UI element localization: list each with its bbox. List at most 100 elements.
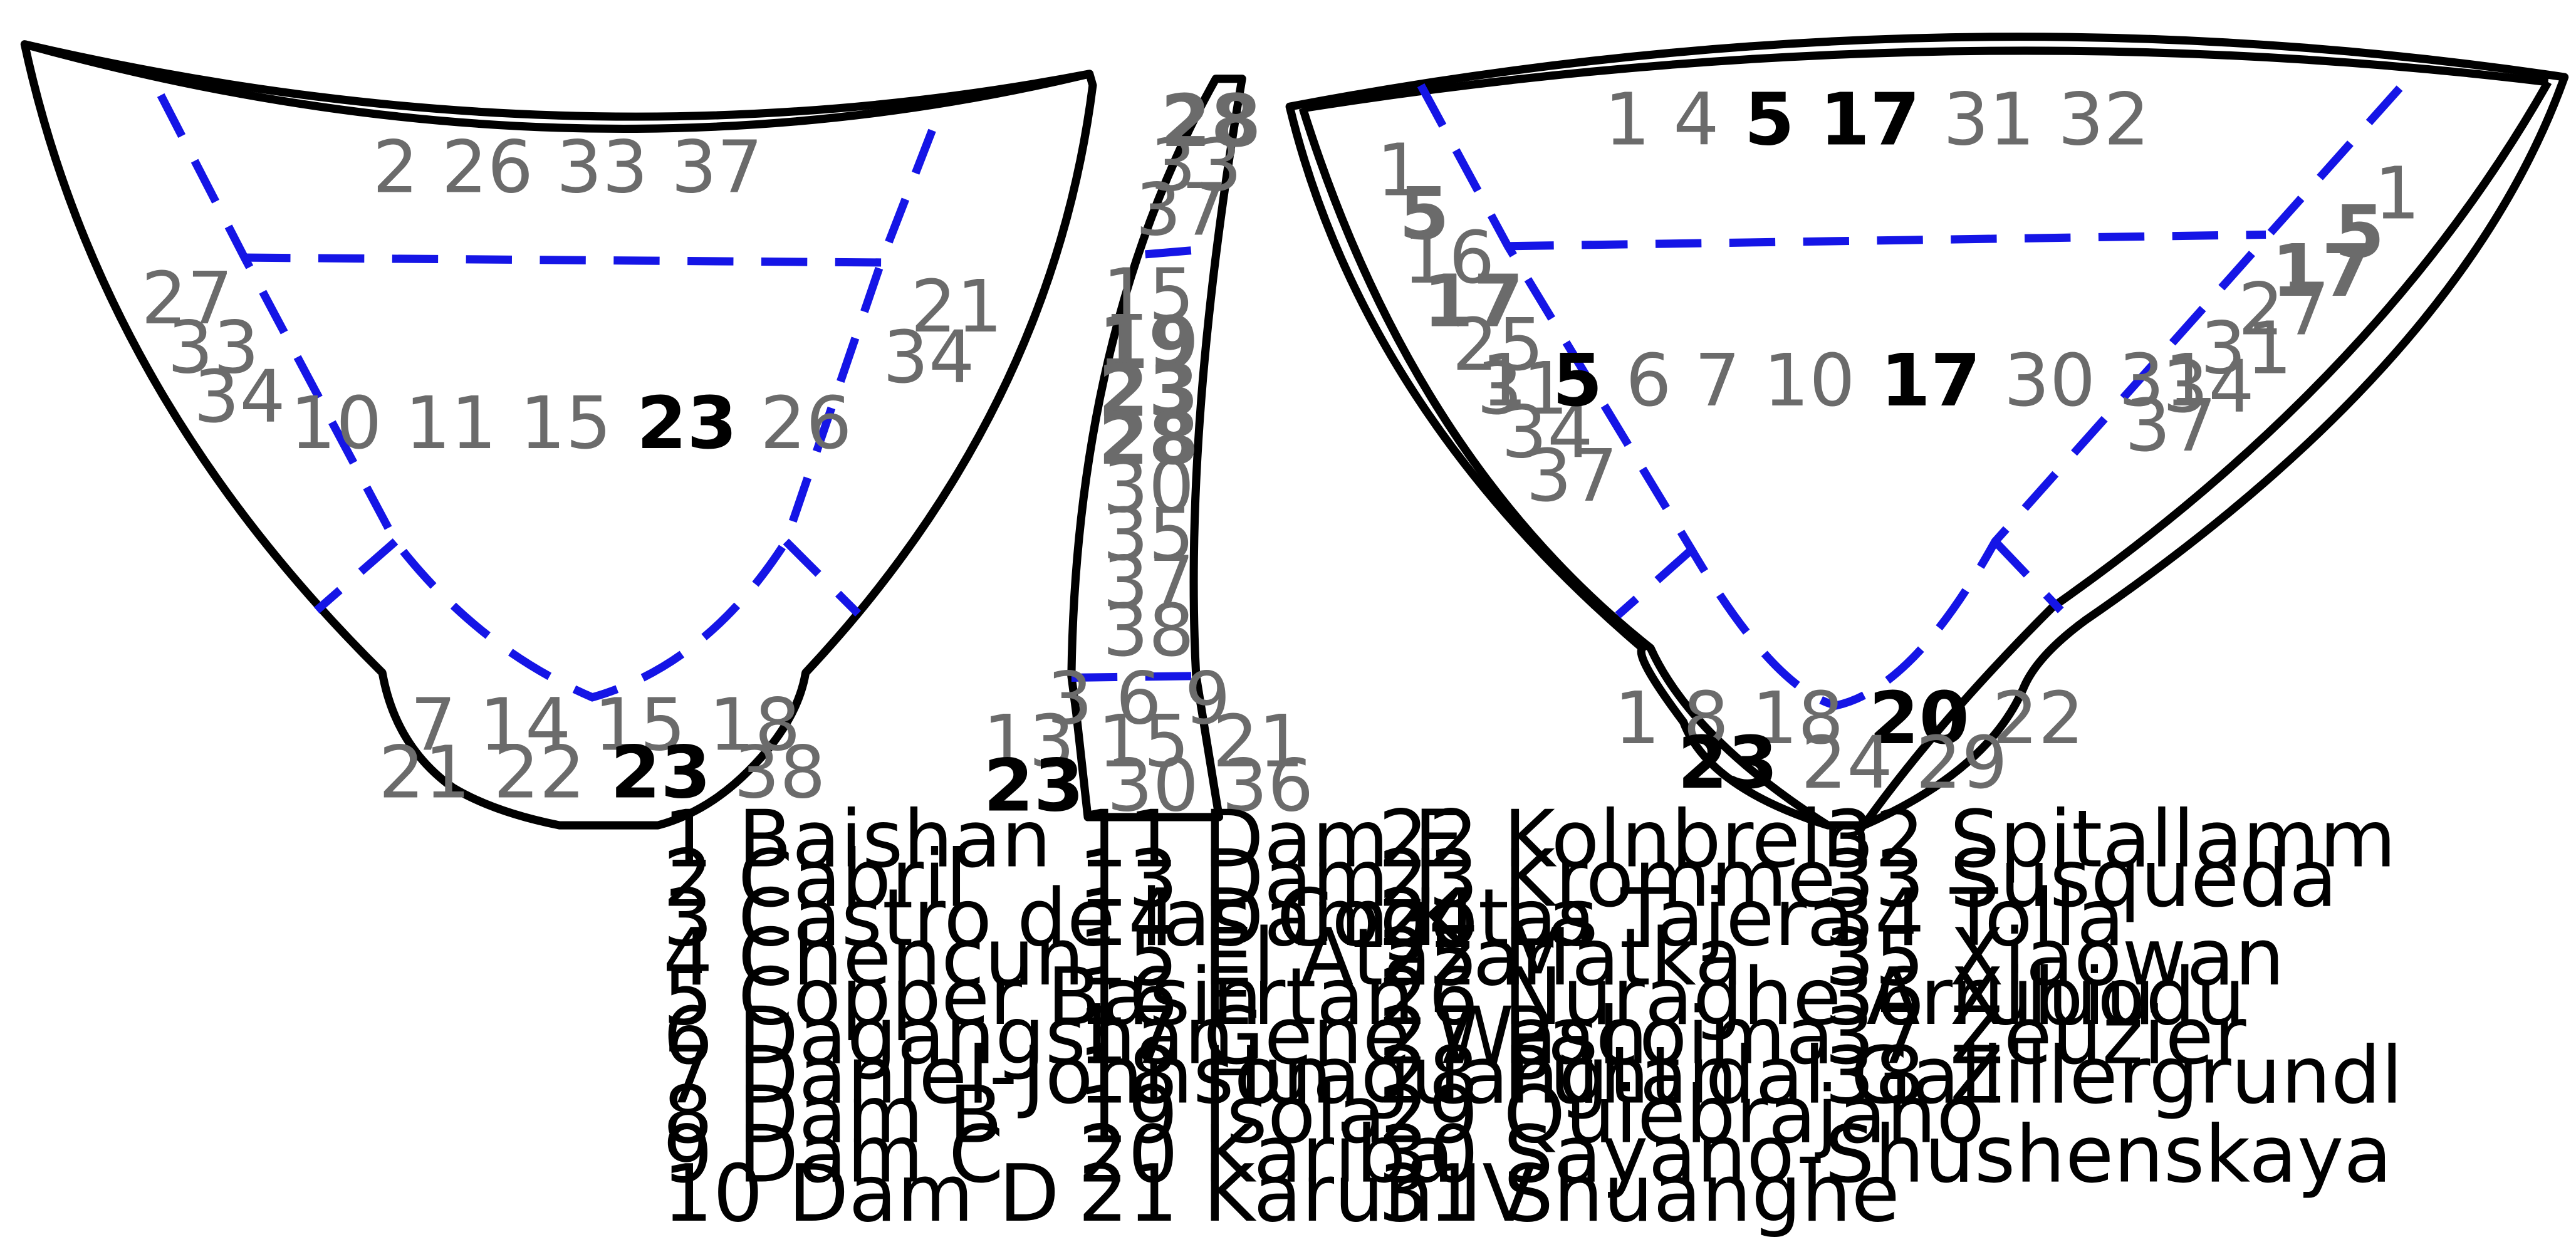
section-zone-lower (1071, 672, 1195, 682)
section-middle-label-38: 38 (1103, 589, 1195, 673)
legend-entry: 27 Pacoima (1379, 990, 1834, 1082)
legend-entry: 33 Susqueda (1825, 832, 2337, 924)
left-flank-label-27: 27 (141, 257, 233, 341)
legend-entry: 23 Kromme (1379, 832, 1836, 924)
dam-number-8: 8 (1660, 677, 1729, 761)
section-middle-label-19: 19 (1098, 301, 1199, 385)
dam-number-15: 15 (571, 684, 686, 768)
left-base-row2: 21 22 23 38 (378, 731, 825, 815)
right-left-flank-label-25: 25 (1452, 303, 1544, 387)
legend-entry: 3 Castro de las Cogotas (663, 872, 1598, 964)
legend-entry: 26 Nuraghe Arrubiu (1379, 951, 2156, 1043)
section-base-row3: 23 30 36 (984, 744, 1314, 828)
section-middle-label-37: 37 (1103, 541, 1195, 625)
legend-entry: 34 Tolla (1825, 872, 2125, 964)
left-base-row1: 7 14 15 18 (410, 684, 801, 768)
legend-entry: 17 Gene Wash (1078, 990, 1648, 1082)
dam-number-20: 20 (1843, 677, 1969, 761)
legend-entry: 10 Dam D (663, 1147, 1060, 1239)
dam-number-14: 14 (456, 684, 571, 768)
legend-entry: 37 Zeuzier (1825, 990, 2246, 1082)
section-base-row1: 3 6 9 (1047, 657, 1231, 741)
section-middle-label-30: 30 (1103, 445, 1195, 529)
dam-number-23: 23 (1677, 721, 1778, 805)
legend-entry: 29 Quiebrajano (1379, 1068, 1985, 1161)
dam-number-33: 33 (533, 125, 648, 209)
dam-number-23: 23 (612, 382, 737, 466)
dam-number-30: 30 (1981, 339, 2095, 423)
section-zone-upper (1145, 245, 1205, 259)
right-top-region-labels: 1 4 5 17 31 32 (1604, 78, 2149, 162)
legend-entry: 30 Sayano-Shushenskaya (1379, 1108, 2392, 1200)
legend-entry: 38 Zillergrundl (1825, 1030, 2403, 1122)
right-elevation-view: 1 4 5 17 31 3215161725313437151727313437… (1285, 33, 2569, 830)
left-view-zone-base-right (783, 538, 862, 617)
legend-entry: 19 Isola (1078, 1068, 1385, 1161)
section-middle-label-15: 15 (1103, 254, 1195, 338)
dam-number-15: 15 (1075, 700, 1189, 784)
left-view-zone-left (157, 93, 941, 702)
dam-number-21: 21 (1189, 700, 1304, 784)
section-middle-label-35: 35 (1103, 493, 1195, 577)
left-flank-label-33: 33 (167, 306, 259, 390)
dam-number-3: 3 (1047, 657, 1093, 741)
right-view-labels: 1 4 5 17 31 3215161725313437151727313437… (1377, 78, 2420, 805)
section-outline (1067, 75, 1246, 822)
dam-number-24: 24 (1778, 721, 1892, 805)
dam-number-6: 6 (1603, 339, 1672, 423)
right-left-flank-label-31: 31 (1477, 347, 1569, 431)
dam-number-5: 5 (1719, 78, 1795, 162)
legend-entry: 14 Dam K (1078, 872, 1468, 964)
section-middle-label-23: 23 (1098, 350, 1199, 434)
left-flank-label-34: 34 (194, 355, 286, 439)
dam-number-1: 1 (1481, 339, 1527, 423)
legend-entry: 25 Matka (1379, 911, 1743, 1003)
right-central-region-labels: 1 5 6 7 10 17 30 31 (1481, 339, 2211, 423)
right-view-outer-outline (1285, 33, 2569, 830)
legend-entry: 32 Spitallamm (1825, 793, 2396, 885)
right-right-flank-label-27: 27 (2238, 268, 2330, 352)
dam-number-15: 15 (497, 382, 612, 466)
left-view-crest-top (23, 40, 1090, 121)
section-crest-label-37: 37 (1135, 168, 1228, 252)
section-base-row2: 13 15 21 (983, 700, 1305, 784)
dam-number-38: 38 (711, 731, 826, 815)
dam-number-7: 7 (410, 684, 456, 768)
dam-number-36: 36 (1199, 744, 1313, 828)
right-view-zone-horizontal (1508, 230, 2266, 251)
dam-number-21: 21 (378, 731, 471, 815)
legend-entry: 15 El Atazar (1078, 911, 1553, 1003)
dam-number-31: 31 (1920, 78, 2035, 162)
dam-number-5: 5 (1527, 339, 1602, 423)
dam-number-22: 22 (1969, 677, 2084, 761)
dam-number-32: 32 (2035, 78, 2149, 162)
legend-entry: 2 Cabril (663, 832, 967, 924)
dam-number-23: 23 (585, 731, 711, 815)
section-middle-label-28: 28 (1098, 397, 1199, 481)
dam-number-10: 10 (290, 382, 382, 466)
dam-number-1: 1 (1604, 78, 1650, 162)
legend-entry: 20 Kariba (1078, 1108, 1454, 1200)
right-left-flank-label-1: 1 (1377, 129, 1422, 213)
section-crest-label-33: 33 (1150, 124, 1243, 208)
right-base-row2: 23 24 29 (1677, 721, 2008, 805)
right-view-zone-v (1417, 66, 2420, 710)
right-base-row1: 1 8 18 20 22 (1614, 677, 2084, 761)
right-right-flank-label-5: 5 (2334, 190, 2384, 274)
legend-entry: 6 Dagangshan (663, 990, 1234, 1082)
right-right-flank-label-1: 1 (2374, 152, 2420, 236)
legend-entry: 7 Daniel-Johnson (663, 1030, 1332, 1122)
right-left-flank-label-37: 37 (1526, 434, 1618, 518)
dam-number-23: 23 (984, 744, 1084, 828)
legend-entry: 16 Ertan (1078, 951, 1414, 1043)
dam-number-17: 17 (1795, 78, 1920, 162)
dam-number-26: 26 (737, 382, 852, 466)
left-top-region-labels: 2 26 33 37 (373, 125, 763, 209)
legend-entry: 5 Copper Basin (663, 951, 1262, 1043)
right-view-crest-inner (1302, 46, 2549, 113)
legend-entry: 18 Huaguangtan (1078, 1030, 1738, 1122)
